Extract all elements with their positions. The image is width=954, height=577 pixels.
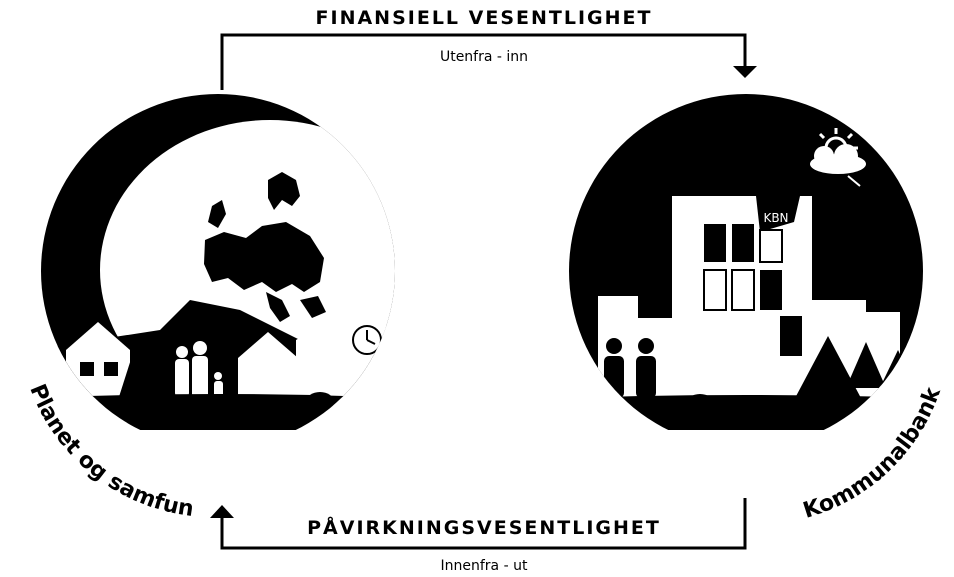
- sun-cloud-icon: [810, 128, 866, 187]
- bank-circle: KBN: [569, 94, 923, 448]
- bush-icon: [686, 394, 714, 414]
- clock-icon: [352, 325, 382, 355]
- bottom-flow-arrow: [210, 498, 747, 550]
- bottom-flow-title: PÅVIRKNINGSVESENTLIGHET: [307, 515, 661, 539]
- house-icon: [66, 322, 130, 400]
- bank-sign: KBN: [763, 211, 788, 225]
- top-flow-subtitle: Utenfra - inn: [440, 49, 528, 65]
- arrow-up-icon: [210, 505, 234, 518]
- bottom-flow-subtitle: Innenfra - ut: [441, 558, 528, 574]
- top-flow-arrow: [220, 33, 757, 90]
- tree-icon: [118, 356, 146, 400]
- family-icon: [175, 341, 223, 398]
- bank-building-icon: KBN: [672, 196, 812, 408]
- top-flow-title: FINANSIELL VESENTLIGHET: [316, 7, 653, 29]
- planet-circle: [41, 94, 395, 448]
- arrow-down-icon: [733, 66, 757, 78]
- europe-map-icon: [204, 172, 326, 322]
